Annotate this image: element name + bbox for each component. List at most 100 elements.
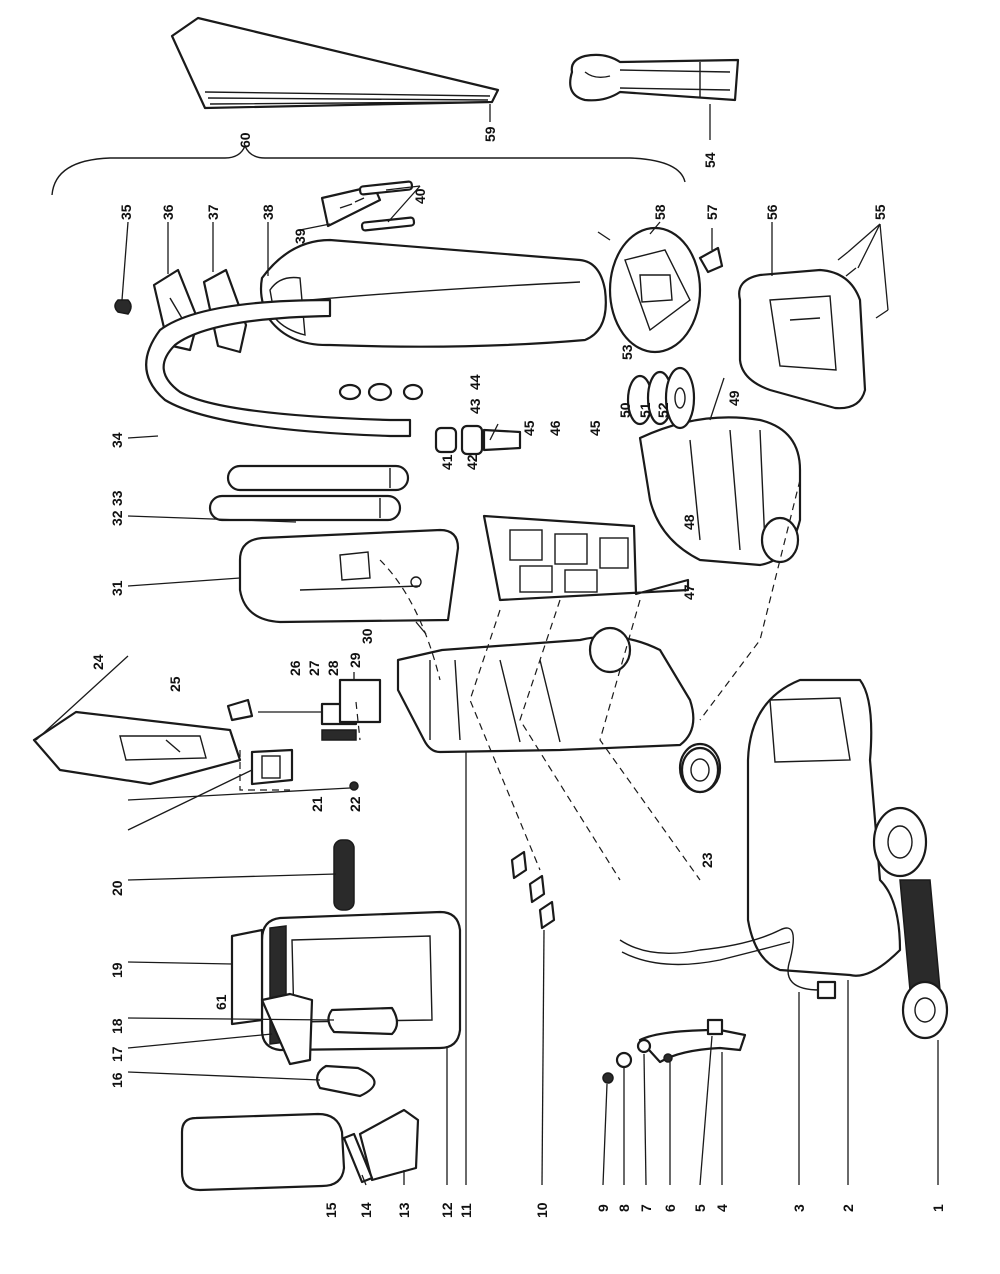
callout-label: 5 xyxy=(692,1204,708,1212)
callout-label: 35 xyxy=(118,204,134,220)
callout-label: 22 xyxy=(347,796,363,812)
part-38-outer-bag xyxy=(259,238,607,348)
part-6-screw xyxy=(663,1053,673,1063)
callout-label: 41 xyxy=(439,454,455,470)
callout-label: 26 xyxy=(287,660,303,676)
callout-label: 44 xyxy=(467,374,483,390)
part-60-bracket xyxy=(51,144,686,196)
callout-label: 53 xyxy=(619,344,635,360)
callout-label: 50 xyxy=(617,402,633,418)
callout-label: 58 xyxy=(652,204,668,220)
part-4-bumper xyxy=(638,1028,747,1064)
callout-label: 49 xyxy=(726,390,742,406)
callout-label: 16 xyxy=(109,1072,125,1088)
callout-label: 51 xyxy=(637,402,653,418)
callout-label: 59 xyxy=(482,126,498,142)
callout-label: 34 xyxy=(109,432,125,448)
callout-label: 31 xyxy=(109,580,125,596)
callout-label: 8 xyxy=(616,1204,632,1212)
part-5-clip xyxy=(706,1018,724,1036)
callout-label: 20 xyxy=(109,880,125,896)
part-2-nozzle-base xyxy=(746,678,928,977)
callout-label: 6 xyxy=(662,1204,678,1212)
part-21-switch-housing xyxy=(250,748,294,786)
callout-label: 1 xyxy=(930,1204,946,1212)
callout-labels: 1 2 3 4 5 6 7 8 9 10 11 12 13 14 15 16 1… xyxy=(90,126,946,1218)
part-55-screws xyxy=(837,251,889,319)
callout-label: 25 xyxy=(167,676,183,692)
callout-label: 23 xyxy=(699,852,715,868)
part-54-handle-grip xyxy=(569,53,740,102)
callout-label: 10 xyxy=(534,1202,550,1218)
part-10-bolts xyxy=(510,850,556,930)
callout-label: 33 xyxy=(109,490,125,506)
callout-label: 19 xyxy=(109,962,125,978)
part-16-crevice-tool xyxy=(315,1064,376,1098)
part-23-wheel xyxy=(680,746,720,794)
part-41-42-fittings xyxy=(434,424,522,456)
callout-label: 29 xyxy=(347,652,363,668)
part-20-grille xyxy=(333,839,355,911)
part-17-dust-brush xyxy=(260,992,314,1066)
callout-label: 46 xyxy=(547,420,563,436)
callout-label: 61 xyxy=(213,994,229,1010)
part-32-33-wands xyxy=(208,464,410,522)
part-8-washer xyxy=(615,1051,633,1069)
part-34-hose xyxy=(145,298,412,438)
part-43-44-fittings xyxy=(338,382,424,402)
part-58-motor-cover xyxy=(608,226,702,354)
part-3-power-cord xyxy=(619,927,837,1000)
callout-label: 54 xyxy=(702,152,718,168)
callout-label: 48 xyxy=(681,514,697,530)
callout-label: 21 xyxy=(309,796,325,812)
part-22-pin xyxy=(349,781,359,791)
part-11-main-body xyxy=(396,626,722,794)
part-50-52-fan xyxy=(626,366,696,430)
callout-label: 45 xyxy=(587,420,603,436)
callout-label: 40 xyxy=(412,188,428,204)
part-25-switch-cap xyxy=(226,698,254,722)
part-14-strip xyxy=(342,1132,374,1184)
callout-label: 47 xyxy=(681,584,697,600)
part-19-filter-plate xyxy=(230,928,264,1026)
callout-label: 52 xyxy=(655,402,671,418)
callout-label: 4 xyxy=(714,1204,730,1212)
part-15-panel xyxy=(180,1112,346,1192)
part-49-motor xyxy=(638,416,802,567)
callout-label: 3 xyxy=(791,1204,807,1212)
callout-label: 37 xyxy=(205,204,221,220)
callout-label: 12 xyxy=(439,1202,455,1218)
part-7-screw xyxy=(636,1038,652,1054)
callout-label: 38 xyxy=(260,204,276,220)
part-24-handle-arm xyxy=(32,710,242,786)
callout-label: 57 xyxy=(704,204,720,220)
callout-label: 17 xyxy=(109,1046,125,1062)
callout-label: 15 xyxy=(323,1202,339,1218)
part-29-switch-block xyxy=(338,678,382,724)
callout-label: 7 xyxy=(638,1204,654,1212)
callout-label: 60 xyxy=(237,132,253,148)
callout-label: 42 xyxy=(464,454,480,470)
part-56-hood xyxy=(738,268,867,410)
callout-label: 43 xyxy=(467,398,483,414)
callout-label: 55 xyxy=(872,204,888,220)
part-18-upholstery-tool xyxy=(327,1006,399,1036)
callout-label: 30 xyxy=(359,628,375,644)
part-9-nut xyxy=(602,1072,614,1084)
callout-label: 56 xyxy=(764,204,780,220)
callout-label: 28 xyxy=(325,660,341,676)
callout-label: 27 xyxy=(306,660,322,676)
callout-label: 11 xyxy=(458,1203,474,1218)
callout-label: 2 xyxy=(840,1204,856,1212)
callout-label: 14 xyxy=(358,1202,374,1218)
callout-label: 13 xyxy=(396,1202,412,1218)
callout-label: 45 xyxy=(521,420,537,436)
callout-label: 39 xyxy=(292,228,308,244)
callout-label: 9 xyxy=(595,1204,611,1212)
part-57-knob xyxy=(698,246,724,274)
callout-label: 32 xyxy=(109,510,125,526)
part-39-bag-tag xyxy=(320,184,382,228)
part-31-front-cover xyxy=(238,528,460,624)
part-47-mounting-plate xyxy=(482,514,690,602)
